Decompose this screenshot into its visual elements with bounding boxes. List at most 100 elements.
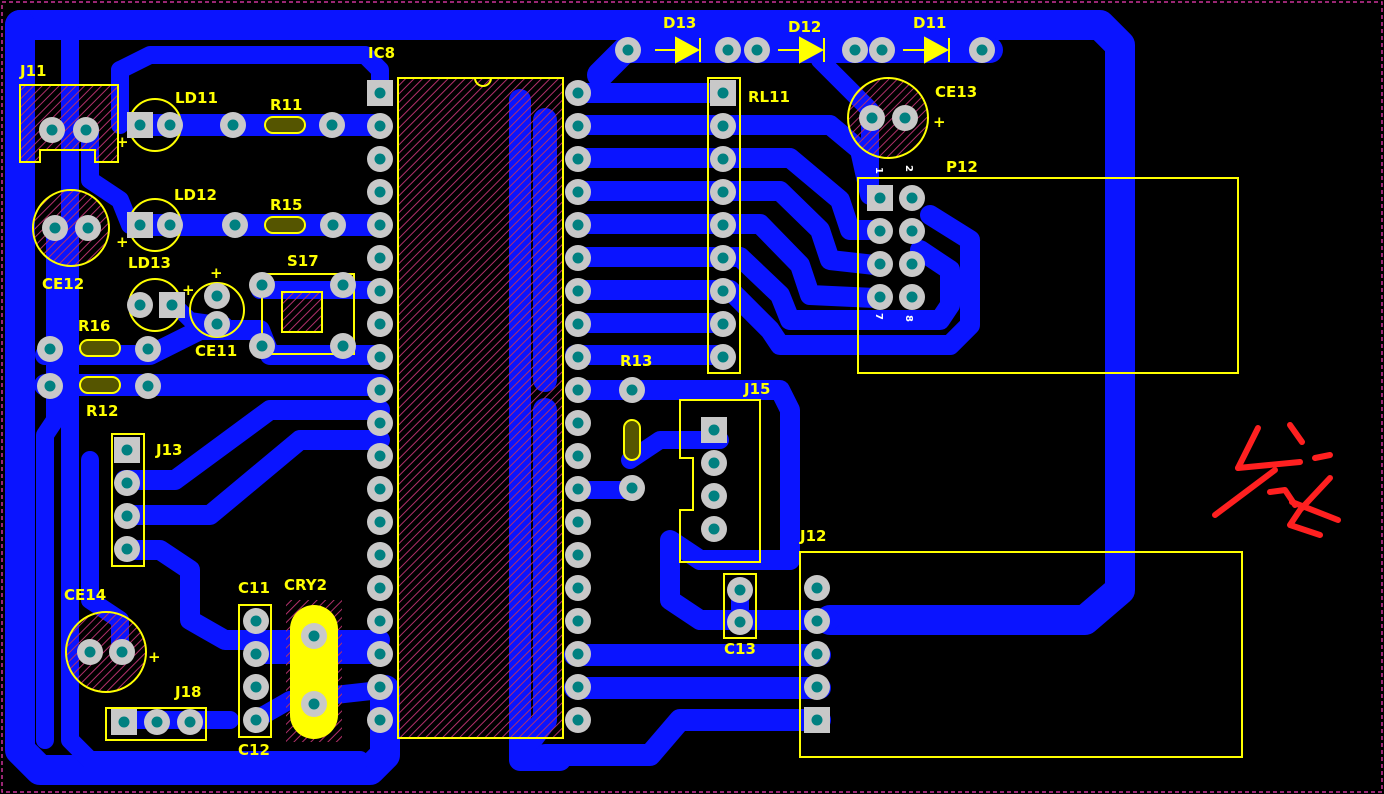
- pad-hole: [876, 44, 888, 56]
- pad-hole: [874, 192, 886, 204]
- pad-hole: [717, 87, 729, 99]
- pads: [37, 37, 995, 735]
- pad-hole: [572, 681, 584, 693]
- pad-hole: [374, 384, 386, 396]
- pad-hole: [572, 120, 584, 132]
- label-c11: C11: [238, 579, 270, 597]
- pad-hole: [811, 582, 823, 594]
- pad-hole: [118, 716, 130, 728]
- pad-hole: [626, 384, 638, 396]
- pad-hole: [572, 285, 584, 297]
- label-j11: J11: [19, 62, 46, 80]
- silkscreen: [19, 36, 1243, 758]
- pad-hole: [622, 44, 634, 56]
- pad-hole: [849, 44, 861, 56]
- pad-hole: [811, 648, 823, 660]
- handwritten-annotation: [1212, 422, 1341, 538]
- pad-hole: [211, 290, 223, 302]
- pad-hole: [717, 186, 729, 198]
- label-s17: S17: [287, 252, 319, 270]
- pad-hole: [256, 340, 268, 352]
- label-cry2: CRY2: [284, 576, 327, 594]
- label-j15: J15: [743, 380, 770, 398]
- pad-hole: [717, 351, 729, 363]
- labels: J11 LD11 R11 IC8 D13 D12 D11 RL11 CE13 P…: [19, 14, 978, 759]
- pad-hole: [229, 219, 241, 231]
- pad-hole: [906, 291, 918, 303]
- pad-hole: [572, 648, 584, 660]
- plus-ce13: +: [933, 113, 946, 131]
- label-j13: J13: [155, 441, 182, 459]
- pad-hole: [374, 450, 386, 462]
- pad-hole: [374, 351, 386, 363]
- pad-hole: [374, 615, 386, 627]
- pad-hole: [374, 582, 386, 594]
- pad-hole: [151, 716, 163, 728]
- pad-hole: [211, 318, 223, 330]
- pad-hole: [906, 225, 918, 237]
- pad-hole: [121, 543, 133, 555]
- pad-hole: [337, 279, 349, 291]
- pad-hole: [708, 490, 720, 502]
- pad-hole: [717, 318, 729, 330]
- pad-hole: [572, 186, 584, 198]
- pad-hole: [374, 549, 386, 561]
- pad-hole: [184, 716, 196, 728]
- pad-hole: [572, 384, 584, 396]
- pad-hole: [572, 219, 584, 231]
- pad-hole: [717, 285, 729, 297]
- pad-hole: [250, 615, 262, 627]
- label-r15: R15: [270, 196, 302, 214]
- pad-hole: [374, 648, 386, 660]
- label-ld13: LD13: [128, 254, 171, 272]
- pad-hole: [976, 44, 988, 56]
- pad-hole: [134, 119, 146, 131]
- pad-hole: [164, 119, 176, 131]
- pad-hole: [572, 417, 584, 429]
- pad-hole: [374, 219, 386, 231]
- pad-hole: [866, 112, 878, 124]
- pad-hole: [572, 615, 584, 627]
- pad-hole: [374, 714, 386, 726]
- pad-hole: [337, 340, 349, 352]
- pad-hole: [84, 646, 96, 658]
- pad-hole: [899, 112, 911, 124]
- pad-hole: [374, 153, 386, 165]
- label-ic8: IC8: [368, 44, 395, 62]
- pad-hole: [734, 584, 746, 596]
- pad-hole: [626, 482, 638, 494]
- pad-hole: [708, 457, 720, 469]
- pad-hole: [717, 252, 729, 264]
- pad-hole: [164, 219, 176, 231]
- pad-hole: [82, 222, 94, 234]
- pad-hole: [717, 120, 729, 132]
- plus-ld13: +: [182, 281, 195, 299]
- pad-hole: [874, 291, 886, 303]
- pin-number-1: 1: [873, 167, 884, 174]
- pad-hole: [717, 153, 729, 165]
- label-d13: D13: [663, 14, 696, 32]
- pad-hole: [374, 285, 386, 297]
- pad-hole: [308, 630, 320, 642]
- plus-ld12: +: [116, 233, 129, 251]
- handwritten-mark-text: 发: [1240, 778, 1241, 781]
- pad-hole: [572, 582, 584, 594]
- pad-hole: [116, 646, 128, 658]
- pad-hole: [46, 124, 58, 136]
- pad-hole: [374, 186, 386, 198]
- label-ce14: CE14: [64, 586, 106, 604]
- pad-hole: [44, 343, 56, 355]
- label-r12: R12: [86, 402, 118, 420]
- pad-hole: [572, 516, 584, 528]
- pad-hole: [572, 714, 584, 726]
- plus-ce14: +: [148, 648, 161, 666]
- label-c13: C13: [724, 640, 756, 658]
- label-d11: D11: [913, 14, 946, 32]
- pad-hole: [572, 483, 584, 495]
- pad-hole: [572, 252, 584, 264]
- pad-hole: [374, 87, 386, 99]
- pad-hole: [811, 615, 823, 627]
- label-d12: D12: [788, 18, 821, 36]
- pad-hole: [374, 417, 386, 429]
- pad-hole: [751, 44, 763, 56]
